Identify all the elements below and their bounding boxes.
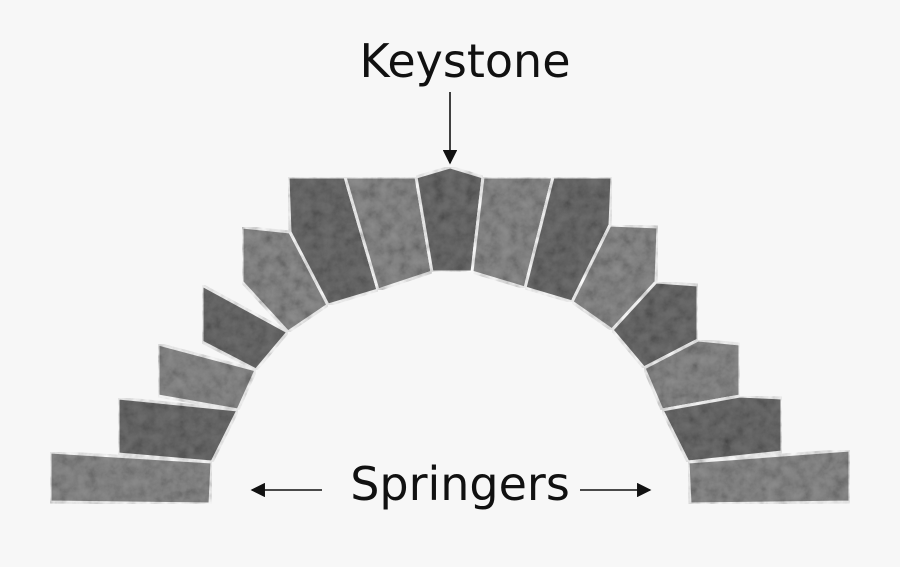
stone-arch: [48, 165, 852, 506]
left-voussoir-3: [156, 342, 258, 412]
keystone-label: Keystone: [360, 34, 571, 88]
right-springer-stone: [686, 448, 852, 506]
left-voussoir-4: [200, 283, 290, 372]
right-voussoir-2: [660, 394, 784, 464]
left-voussoir-2: [116, 396, 240, 464]
left-voussoir-5: [240, 225, 330, 334]
left-voussoir-6: [286, 175, 380, 307]
springers-label: Springers: [350, 457, 570, 511]
